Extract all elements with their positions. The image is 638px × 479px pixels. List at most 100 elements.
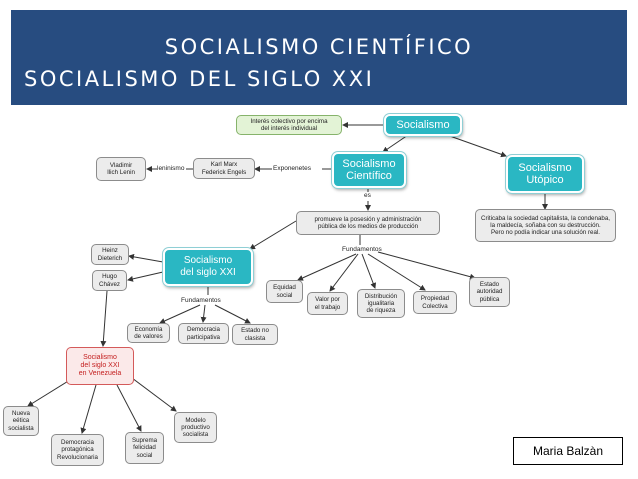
title-line-2: SOCIALISMO DEL SIGLO XXI xyxy=(24,67,375,91)
node-socialismo-utopico: Socialismo Utópico xyxy=(506,155,584,193)
node-felicidad-line-3: social xyxy=(136,451,153,459)
node-propiedad-colectiva: Propiedad Colectiva xyxy=(413,291,457,314)
node-promueve: promueve la posesión y administración pú… xyxy=(296,211,440,235)
node-valor-line-2: el trabajo xyxy=(314,303,341,311)
node-socialismo: Socialismo xyxy=(384,114,462,136)
label-fundamentos-2: Fundamentos xyxy=(181,297,221,304)
edge-fund2-estado-no xyxy=(214,304,251,324)
node-valor-line-1: Valor por xyxy=(315,296,340,304)
edge-fund2-democracia xyxy=(200,304,207,323)
node-distribucion-line-3: de riqueza xyxy=(366,307,396,315)
node-modelo-line-2: productivo xyxy=(181,423,210,431)
node-hugo-line-2: Chávez xyxy=(99,280,120,288)
edge-siglo-hugo xyxy=(127,271,164,282)
node-critica-line-3: Pero no podía indicar una solución real. xyxy=(490,229,601,237)
node-critica-line-1: Criticaba la sociedad capitalista, la co… xyxy=(481,214,610,222)
title-banner: SOCIALISMO CIENTÍFICO SOCIALISMO DEL SIG… xyxy=(11,10,627,105)
node-lenin-line-1: Vladimir xyxy=(109,161,133,169)
node-socialismo-cientifico: Socialismo Científico xyxy=(332,152,406,188)
label-fundamentos-1: Fundamentos xyxy=(342,246,382,253)
node-cientifico-line-1: Socialismo xyxy=(342,158,396,170)
node-siglo-line-2: del siglo XXI xyxy=(180,267,236,278)
node-modelo-line-1: Modelo xyxy=(185,416,206,424)
node-estado-autoridad: Estado autoridad pública xyxy=(469,277,510,307)
node-venezuela-line-1: Socialismo xyxy=(83,354,117,361)
node-democracia-line-2: participativa xyxy=(186,333,221,341)
edge-venezuela-felicidad xyxy=(116,384,142,432)
label-leninismo: leninismo xyxy=(157,165,185,172)
node-promueve-line-1: promueve la posesión y administración xyxy=(314,215,422,223)
node-protagonica-line-3: Revolucionaria xyxy=(57,453,98,461)
node-estado-no-clasista: Estado no clasista xyxy=(232,324,278,345)
node-propiedad-line-1: Propiedad xyxy=(420,295,450,303)
edge-venezuela-modelo xyxy=(127,374,177,412)
node-heinz-line-1: Heinz xyxy=(102,247,118,255)
node-marx-line-2: Federick Engels xyxy=(201,168,247,176)
node-critica-line-2: la maldecía, soñaba con su destrucción. xyxy=(490,221,601,229)
node-interes-line-2: del interés individual xyxy=(260,125,318,132)
edge-promueve-siglo xyxy=(249,220,297,250)
node-protagonica-line-1: Democracia xyxy=(60,439,94,447)
node-heinz-dieterich: Heinz Dieterich xyxy=(91,244,129,265)
edge-fund1-equidad xyxy=(297,253,357,281)
node-hugo-chavez: Hugo Chávez xyxy=(92,270,127,291)
node-interes-colectivo: Interés colectivo por encima del interés… xyxy=(236,115,342,135)
node-venezuela-line-2: del siglo XXI xyxy=(80,362,120,369)
node-felicidad-line-1: Suprema xyxy=(131,437,158,445)
node-economia-line-2: de valores xyxy=(134,333,163,340)
node-marx-line-1: Karl Marx xyxy=(210,161,238,169)
edge-socialismo-utopico xyxy=(446,134,507,158)
node-equidad-line-2: social xyxy=(276,291,293,299)
node-equidad-social: Equidad social xyxy=(266,280,303,303)
node-distribucion-line-1: Distribución xyxy=(364,292,398,300)
node-marx-engels: Karl Marx Federick Engels xyxy=(193,158,255,179)
node-democracia-participativa: Democracia participativa xyxy=(178,323,229,344)
node-distribucion-line-2: igualitaria xyxy=(367,299,395,307)
node-democracia-protagonica: Democracia protagónica Revolucionaria xyxy=(51,434,104,466)
node-protagonica-line-2: protagónica xyxy=(61,446,94,454)
node-lenin-line-2: Ilich Lenin xyxy=(107,169,135,176)
node-propiedad-line-2: Colectiva xyxy=(422,302,448,310)
edge-venezuela-protagonica xyxy=(80,384,97,434)
node-utopico-line-2: Utópico xyxy=(526,174,564,186)
node-suprema-felicidad: Suprema felicidad social xyxy=(125,432,164,464)
node-etica-line-2: eética xyxy=(12,417,30,425)
node-modelo-line-3: socialista xyxy=(182,431,209,439)
node-estado-auto-line-1: Estado xyxy=(479,281,500,289)
node-siglo-line-1: Socialismo xyxy=(183,255,233,266)
node-economia-valores: Economía de valores xyxy=(127,323,170,343)
node-utopico-line-1: Socialismo xyxy=(518,162,572,174)
node-distribucion: Distribución igualitaria de riqueza xyxy=(357,289,405,318)
edge-fund1-valor xyxy=(329,253,359,292)
node-felicidad-line-2: felicidad xyxy=(133,444,156,452)
edge-hugo-venezuela xyxy=(100,290,108,347)
edge-fund1-estado xyxy=(377,251,476,280)
edge-fund2-economia xyxy=(159,304,201,324)
node-promueve-line-2: pública de los medios de producción xyxy=(317,223,419,230)
label-exponentes: Exponenetes xyxy=(273,165,311,172)
node-estado-auto-line-2: autoridad xyxy=(476,288,503,296)
node-estado-auto-line-3: pública xyxy=(479,295,500,303)
author-credit: Maria Balzàn xyxy=(513,437,623,465)
node-cientifico-line-2: Científico xyxy=(346,170,392,182)
node-modelo-productivo: Modelo productivo socialista xyxy=(174,412,217,443)
node-estado-no-line-2: clasista xyxy=(244,334,266,342)
node-critica: Criticaba la sociedad capitalista, la co… xyxy=(475,209,616,242)
node-democracia-line-1: Democracia xyxy=(186,326,220,334)
node-interes-line-1: Interés colectivo por encima xyxy=(250,117,328,125)
node-socialismo-siglo-xxi: Socialismo del siglo XXI xyxy=(163,248,253,286)
node-valor-trabajo: Valor por el trabajo xyxy=(307,292,348,315)
node-estado-no-line-1: Estado no xyxy=(241,327,269,335)
edge-fund1-propiedad xyxy=(367,253,426,291)
node-heinz-line-2: Dieterich xyxy=(97,254,123,262)
node-lenin: Vladimir Ilich Lenin xyxy=(96,157,146,181)
label-es: es xyxy=(364,192,371,199)
node-socialismo-text: Socialismo xyxy=(396,119,450,131)
node-economia-line-1: Economía xyxy=(134,325,163,333)
node-etica-line-3: socialista xyxy=(8,424,34,432)
node-socialismo-venezuela: Socialismo del siglo XXI en Venezuela xyxy=(66,347,134,385)
edge-socialismo-cientifico xyxy=(382,134,409,153)
node-etica-line-1: Nueva xyxy=(12,410,30,418)
node-venezuela-line-3: en Venezuela xyxy=(78,370,122,377)
edge-siglo-heinz xyxy=(128,253,164,263)
